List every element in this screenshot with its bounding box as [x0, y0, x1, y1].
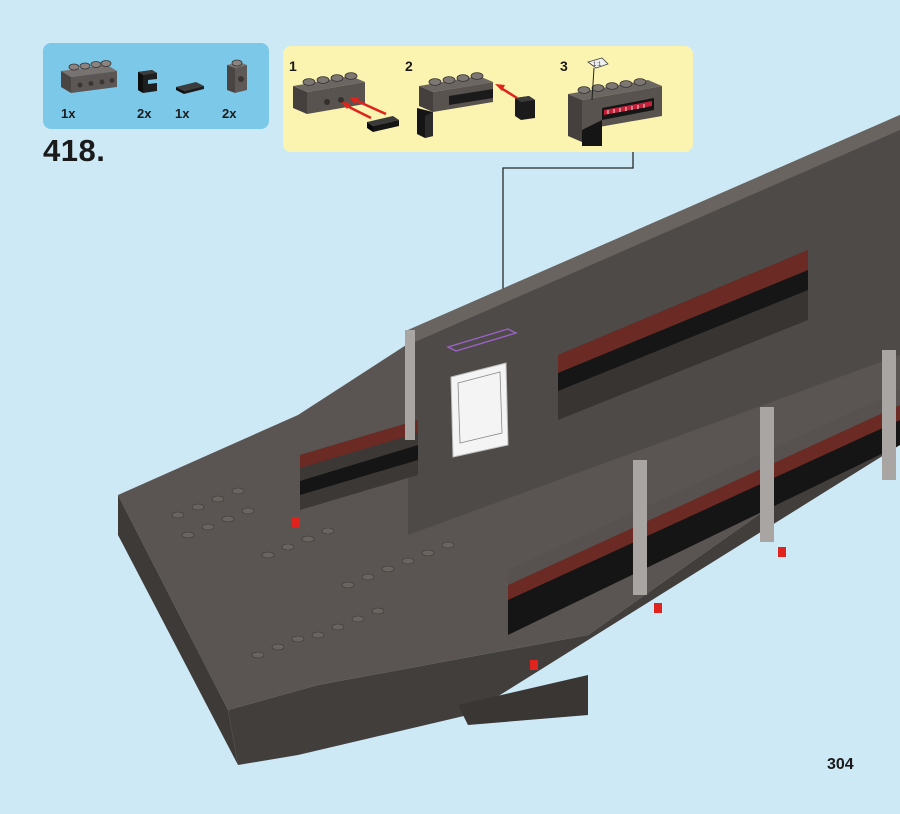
part-qty-4: 2x — [222, 106, 237, 121]
svg-text:1:1: 1:1 — [593, 62, 602, 68]
substep-1-illustration — [291, 58, 401, 138]
step-number: 418. — [43, 133, 106, 168]
brick-1x1-icon — [223, 55, 251, 97]
substep-3-illustration: 1:1 — [566, 50, 691, 150]
tile-icon — [174, 79, 206, 97]
substep-2-illustration — [413, 56, 563, 146]
parts-list-callout: 1x 2x 1x 2x — [43, 43, 269, 129]
substep-label-3: 3 — [560, 58, 568, 74]
part-qty-1: 1x — [61, 106, 76, 121]
page-number: 304 — [827, 756, 854, 773]
substep-label-1: 1 — [289, 58, 297, 74]
brick-1x4-icon — [57, 57, 121, 95]
substeps-callout: 1 2 3 — [283, 46, 693, 152]
bracket-icon — [135, 69, 161, 95]
substep-label-2: 2 — [405, 58, 413, 74]
model-assembly-illustration — [118, 115, 900, 765]
part-qty-3: 1x — [175, 106, 190, 121]
part-qty-2: 2x — [137, 106, 152, 121]
